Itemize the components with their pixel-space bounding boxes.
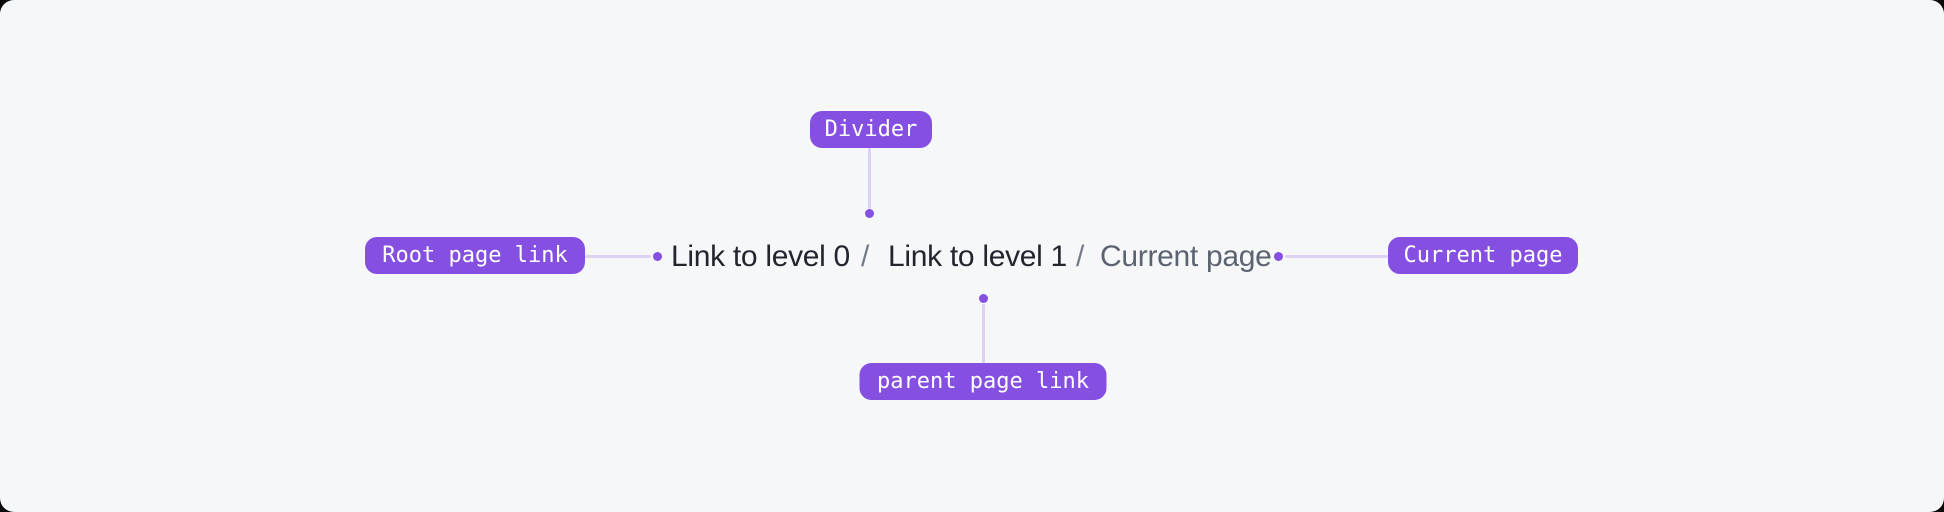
breadcrumb-separator: /: [861, 240, 870, 273]
connector-line-divider: [868, 148, 871, 209]
connector-line-current: [1285, 255, 1388, 258]
connector-line-root: [585, 255, 651, 258]
breadcrumb-link-level-0[interactable]: Link to level 0: [671, 240, 850, 273]
breadcrumb-separator: /: [1076, 240, 1085, 273]
annotation-pill-parent-page-link: parent page link: [859, 363, 1107, 400]
connector-dot-divider: [865, 209, 874, 218]
annotation-pill-root-page-link: Root page link: [365, 237, 585, 274]
breadcrumb-link-level-1[interactable]: Link to level 1: [888, 240, 1067, 273]
connector-dot-parent: [979, 294, 988, 303]
breadcrumb-current-page: Current page: [1100, 240, 1272, 273]
connector-dot-root: [653, 252, 662, 261]
connector-line-parent: [982, 304, 985, 363]
annotation-pill-divider: Divider: [810, 111, 932, 148]
connector-dot-current: [1274, 252, 1283, 261]
annotation-pill-current-page: Current page: [1388, 237, 1578, 274]
